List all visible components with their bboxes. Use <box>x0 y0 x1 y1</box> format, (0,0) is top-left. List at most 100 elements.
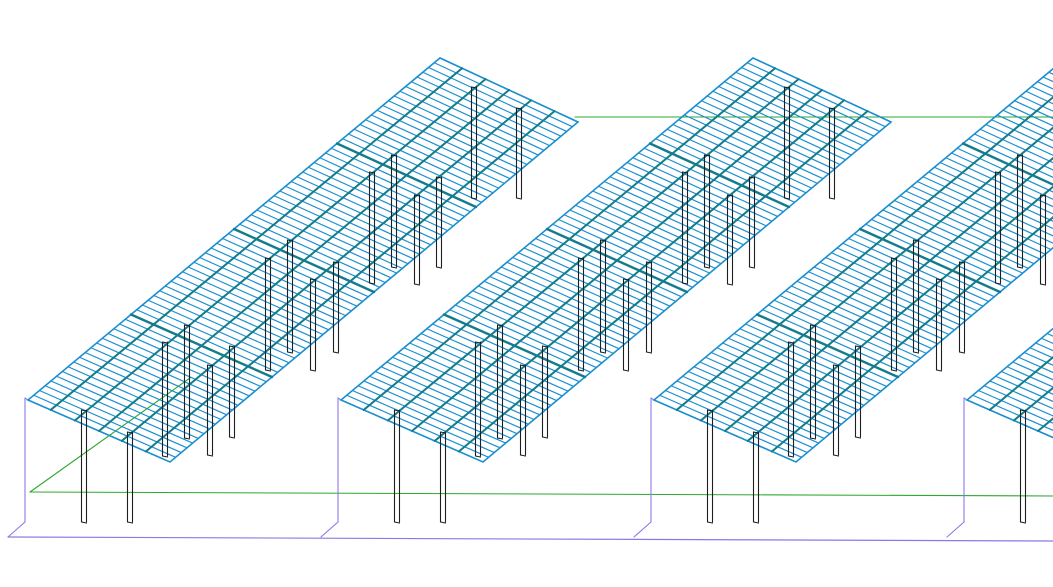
post-base <box>703 266 711 269</box>
cross-beam <box>545 227 689 294</box>
post-cap <box>393 409 401 412</box>
post-cap <box>206 364 214 367</box>
base-line <box>7 536 1053 542</box>
cross-beam <box>858 227 1002 294</box>
post-cap <box>496 324 504 327</box>
post-base <box>783 197 791 200</box>
structures <box>7 57 1053 538</box>
post-base <box>332 351 340 354</box>
post-base <box>681 282 689 285</box>
post-base <box>80 521 88 524</box>
post-base <box>496 437 504 440</box>
post-cap <box>413 194 421 197</box>
post-base <box>890 369 898 372</box>
post-base <box>515 197 523 200</box>
post-cap <box>994 171 1002 174</box>
post-base <box>309 369 317 372</box>
post-base <box>645 351 653 354</box>
pv-table <box>320 57 893 538</box>
cross-beam <box>648 142 791 209</box>
post-base <box>1019 521 1027 524</box>
cross-beam <box>335 142 478 209</box>
cross-beam <box>755 313 900 379</box>
post-base <box>286 351 294 354</box>
post-base <box>912 351 920 354</box>
post-cap <box>390 154 398 157</box>
post-cap <box>748 176 756 179</box>
post-base <box>519 454 527 457</box>
post-base <box>470 197 478 200</box>
cross-beam <box>232 227 376 294</box>
post-cap <box>435 176 443 179</box>
post-base <box>1016 266 1024 269</box>
post-base <box>726 283 734 286</box>
post-cap <box>706 409 714 412</box>
post-cap <box>752 431 760 434</box>
base-line <box>946 521 965 538</box>
post-cap <box>439 431 447 434</box>
post-cap <box>309 278 317 281</box>
base-lines <box>7 536 1053 542</box>
post-cap <box>599 239 607 242</box>
post-cap <box>1039 194 1047 197</box>
post-cap <box>890 257 898 260</box>
post-base <box>958 351 966 354</box>
post-base <box>622 369 630 372</box>
pv-table <box>946 327 1053 538</box>
post-cap <box>80 409 88 412</box>
post-cap <box>332 261 340 264</box>
post-cap <box>470 86 478 89</box>
post-cap <box>577 257 585 260</box>
cross-beam <box>129 313 274 379</box>
post-base <box>439 521 447 524</box>
post-cap <box>1019 409 1027 412</box>
post-cap <box>519 364 527 367</box>
post-cap <box>681 171 689 174</box>
post-cap <box>264 257 272 260</box>
base-line <box>7 521 26 538</box>
post-base <box>206 454 214 457</box>
ground-line <box>29 491 1053 497</box>
post-base <box>390 266 398 269</box>
cross-beam <box>961 142 1053 186</box>
post-base <box>935 369 943 372</box>
post-base <box>541 436 549 439</box>
post-cap <box>645 261 653 264</box>
post-base <box>474 455 482 458</box>
post-cap <box>541 345 549 348</box>
cross-beam <box>442 313 587 379</box>
post-cap <box>935 278 943 281</box>
post-cap <box>726 194 734 197</box>
post-cap <box>515 107 523 110</box>
post-cap <box>286 239 294 242</box>
post-base <box>828 197 836 200</box>
post-base <box>368 282 376 285</box>
post-cap <box>228 345 236 348</box>
post-cap <box>161 341 169 344</box>
post-base <box>264 369 272 372</box>
post-base <box>183 437 191 440</box>
post-cap <box>368 171 376 174</box>
post-base <box>577 369 585 372</box>
post-cap <box>828 107 836 110</box>
post-cap <box>783 86 791 89</box>
post-base <box>413 283 421 286</box>
post-base <box>752 521 760 524</box>
post-base <box>126 521 134 524</box>
post-base <box>748 266 756 269</box>
post-base <box>832 454 840 457</box>
pv-table <box>7 57 580 538</box>
pv-table <box>633 67 1053 538</box>
post-base <box>854 436 862 439</box>
post-cap <box>809 324 817 327</box>
post-cap <box>703 154 711 157</box>
post-base <box>787 455 795 458</box>
post-base <box>228 436 236 439</box>
post-base <box>706 521 714 524</box>
post-base <box>994 282 1002 285</box>
post-cap <box>474 341 482 344</box>
post-base <box>1039 283 1047 286</box>
post-base <box>599 351 607 354</box>
